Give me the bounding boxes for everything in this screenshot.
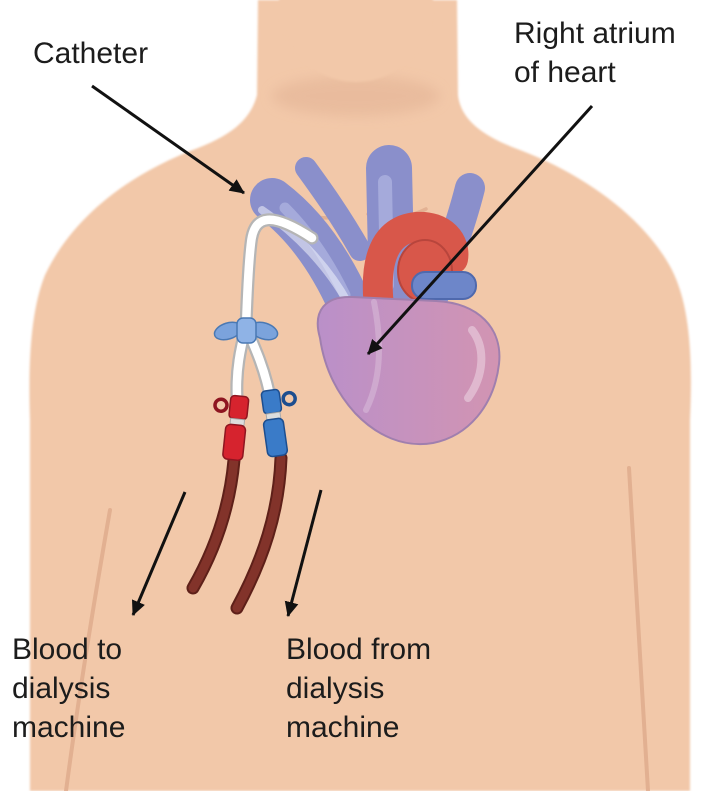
heart-seam (363, 299, 382, 413)
red-clamp-connector (213, 394, 250, 462)
catheter-assembly (186, 213, 319, 615)
blue-clamp-connector (260, 388, 297, 458)
annotation-arrows (91, 84, 594, 617)
blood-from-dialysis-label: Blood from dialysis machine (286, 633, 432, 744)
arm-creases (64, 466, 650, 791)
blood-lines (186, 451, 288, 615)
blood-to-dialysis-label: Blood to dialysis machine (12, 633, 126, 744)
heart-body (316, 295, 501, 446)
catheter-arrow (91, 84, 245, 195)
head-base (279, 0, 433, 82)
heart-illustration (250, 145, 501, 446)
chin-shadow (272, 76, 440, 116)
blood-to-arrow (131, 491, 187, 616)
right-atrium-arrow (366, 104, 594, 356)
blood-from-arrow (284, 489, 323, 617)
catheter-label: Catheter (33, 37, 149, 70)
heart-highlight (464, 326, 486, 402)
right-atrium-label: Right atrium of heart (514, 17, 676, 89)
catheter-hub (213, 317, 279, 344)
